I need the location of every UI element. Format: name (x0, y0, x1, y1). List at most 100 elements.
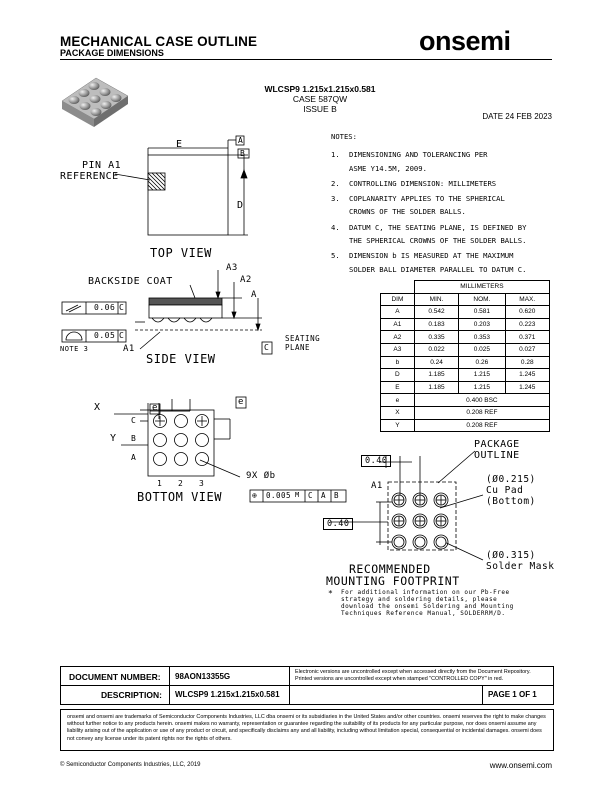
note-number: 2. (331, 178, 340, 188)
coplanarity-value: 0.05 (94, 331, 116, 340)
top-view-outline (147, 154, 229, 236)
bottom-view-ball (174, 414, 188, 428)
pin-a1-reference-label: REFERENCE (60, 171, 119, 182)
datum-a-label: A (238, 136, 244, 145)
dim-a-label: A (251, 290, 257, 300)
solder-mask-opening (433, 513, 449, 529)
table-cell: A1 (380, 317, 415, 332)
table-column-header: MIN. (413, 292, 460, 307)
table-column-header: NOM. (458, 292, 506, 307)
footnote-line-4: Techniques Reference Manual, SOLDERRM/D. (341, 610, 506, 617)
bottom-view-ball (153, 414, 167, 428)
bottom-view-ball (195, 452, 209, 466)
table-cell: b (380, 355, 415, 370)
table-cell: 1.215 (458, 368, 506, 382)
table-cell: 1.245 (504, 368, 551, 382)
solder-mask-opening (412, 534, 428, 550)
package-outline-label-2: OUTLINE (474, 450, 520, 461)
bottom-view-ball (153, 452, 167, 466)
table-cell: 1.185 (413, 368, 460, 382)
table-column-header: MAX. (504, 292, 551, 307)
coplanarity-datum: C (119, 331, 125, 340)
bottom-view-ball (153, 433, 167, 447)
cu-pad (414, 536, 426, 548)
col-3-label: 3 (199, 479, 205, 488)
solder-mask-opening (433, 492, 449, 508)
table-cell: 0.620 (504, 305, 551, 319)
solder-mask-opening (412, 513, 428, 529)
note-text-cont: SOLDER BALL DIAMETER PARALLEL TO DATUM C… (349, 264, 527, 274)
table-cell: 0.28 (504, 355, 551, 370)
footnote-line-3: download the onsemi Soldering and Mounti… (341, 603, 514, 610)
pitch-left-value: 0.40 (323, 518, 354, 530)
bottom-view-drawing (114, 396, 347, 503)
table-cell: 1.215 (458, 380, 506, 395)
package-3d-ball (100, 101, 112, 109)
row-b-label: B (131, 434, 137, 443)
page-number: PAGE 1 OF 1 (488, 690, 537, 699)
website-url: www.onsemi.com (489, 761, 552, 770)
solder-mask-opening (391, 534, 407, 550)
footnote-line-1: For additional information on our Pb-Fre… (341, 589, 510, 596)
datum-b-label: B (240, 149, 246, 158)
note-3-ref: NOTE 3 (60, 345, 89, 353)
electronic-version-note-2: Printed versions are uncontrolled except… (295, 676, 504, 682)
table-cell: 0.203 (458, 317, 506, 332)
footprint-title-1: RECOMMENDED (349, 562, 431, 576)
note-text: COPLANARITY APPLIES TO THE SPHERICAL (349, 193, 505, 203)
dim-x-label: X (94, 402, 101, 413)
footprint-a1-label: A1 (371, 481, 383, 491)
package-3d-ball (90, 108, 102, 116)
note-text: DIMENSIONING AND TOLERANCING PER (349, 150, 488, 159)
table-cell: A3 (380, 342, 415, 357)
bottom-view-ball (174, 433, 188, 447)
note-number: 1. (331, 150, 340, 159)
cu-pad (435, 536, 447, 548)
note-text: DATUM C, THE SEATING PLANE, IS DEFINED B… (349, 222, 527, 232)
table-cell: 0.183 (413, 317, 460, 332)
solder-mask-label: Solder Mask (486, 561, 555, 572)
table-cell: A (380, 305, 415, 319)
backside-coat-label: BACKSIDE COAT (88, 276, 173, 287)
package-outline (387, 481, 457, 551)
table-cell: Y (380, 418, 415, 433)
dim-a3-label: A3 (226, 263, 238, 273)
disclaimer-text: onsemi and onsemi are trademarks of Semi… (67, 714, 546, 742)
table-cell: 0.208 REF (413, 405, 551, 420)
seating-label: SEATING (285, 334, 321, 343)
notes-heading: NOTES: (331, 132, 357, 141)
package-3d-ball (89, 95, 101, 103)
table-cell: 0.335 (413, 330, 460, 344)
header-rule (60, 59, 552, 60)
top-view-title: TOP VIEW (150, 246, 212, 260)
note-text-cont: THE SPHERICAL CROWNS OF THE SOLDER BALLS… (349, 236, 527, 246)
bottom-view-ball (174, 452, 188, 466)
description-label: DESCRIPTION: (101, 690, 162, 700)
note-text: CONTROLLING DIMENSION: MILLIMETERS (349, 178, 497, 188)
package-3d-ball (78, 89, 90, 97)
bottom-view-ball (195, 433, 209, 447)
dim-e-label: E (176, 139, 183, 150)
table-cell: 0.022 (413, 342, 460, 357)
plane-label: PLANE (285, 343, 311, 352)
cu-pad-label: Cu Pad (486, 485, 524, 496)
position-tol-datum-b: B (334, 491, 340, 500)
note-text-cont: CROWNS OF THE SOLDER BALLS. (349, 207, 466, 217)
table-cell: X (380, 405, 415, 420)
dim-a1-label: A1 (123, 344, 135, 354)
flatness-value: 0.06 (94, 303, 116, 312)
table-cell: 0.24 (413, 355, 460, 370)
table-cell: 1.245 (504, 380, 551, 395)
note-number: 3. (331, 193, 340, 203)
table-cell: 0.025 (458, 342, 506, 357)
footnote-line-2: strategy and soldering details, please (341, 596, 498, 603)
onsemi-logo: onsemi (419, 26, 511, 56)
issue-date: DATE 24 FEB 2023 (482, 112, 552, 121)
